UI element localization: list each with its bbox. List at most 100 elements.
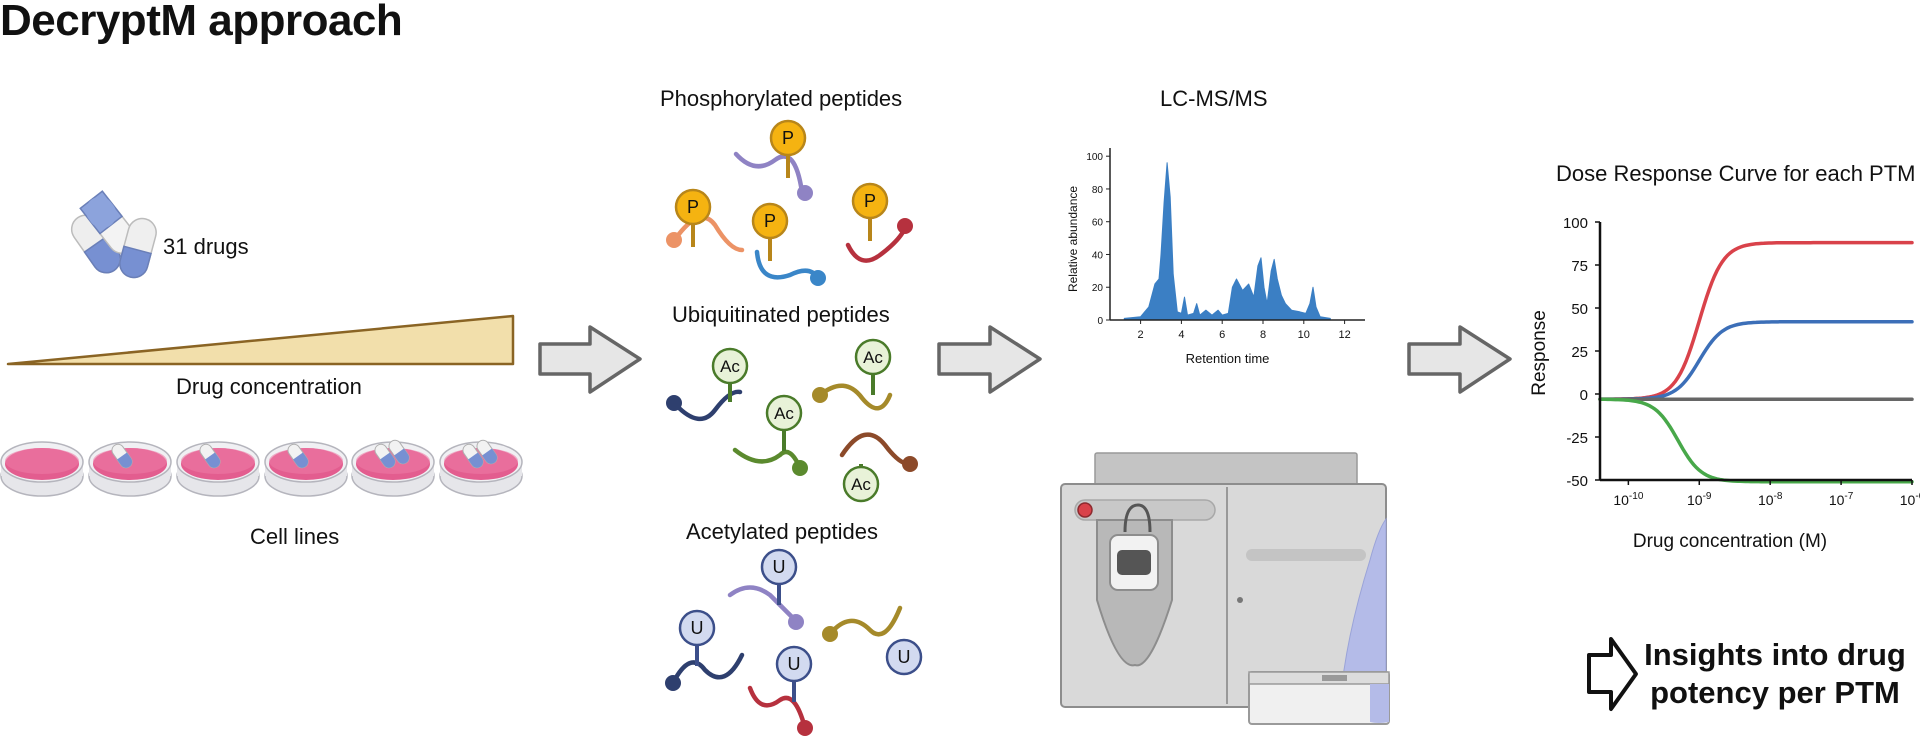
petri-dish-row [0, 439, 523, 497]
ptm-badge-icon [851, 182, 889, 220]
dose-x-tick-label: 10-6 [1900, 491, 1920, 508]
cell-lines-label: Cell lines [250, 524, 340, 549]
arrow-icon [937, 325, 1042, 394]
chromatogram-y-tick-label: 0 [1097, 316, 1103, 327]
ubiq-label: Ubiquitinated peptides [672, 302, 890, 327]
dose-x-tick-label: 10-10 [1613, 491, 1643, 508]
dose-y-tick-label: 75 [1571, 258, 1588, 275]
petri-dish-icon [439, 439, 523, 497]
ptm-badge-icon [751, 202, 789, 240]
ptm-badge-icon [765, 394, 803, 432]
dose-x-tick-label: 10-8 [1758, 491, 1783, 508]
peptide-chain [727, 585, 798, 623]
capsule-icon [388, 439, 410, 465]
peptide-chain [732, 447, 803, 471]
chromatogram-x-tick-label: 4 [1178, 329, 1184, 341]
chromatogram-x-tick-label: 12 [1338, 329, 1350, 341]
ptm-badge-label: U [788, 654, 801, 674]
dose-y-tick-label: -50 [1566, 473, 1588, 490]
chromatogram-y-tick-label: 80 [1092, 185, 1104, 196]
ptm-badge-icon [885, 638, 923, 676]
ptm-badge-label: Ac [774, 404, 794, 423]
peptide-terminus [665, 675, 681, 691]
chromatogram-x-tick-label: 2 [1138, 329, 1144, 341]
capsule-icon [287, 443, 309, 469]
ptm-badge-label: Ac [863, 348, 883, 367]
ptm-badge-label: P [864, 191, 876, 211]
dose-x-tick-label: 10-9 [1687, 491, 1712, 508]
petri-dish-icon [0, 441, 84, 497]
concentration-wedge [6, 314, 515, 366]
dose-x-label: Drug concentration (M) [1633, 531, 1827, 552]
arrow-icon [538, 325, 642, 394]
dose-response-curve [1598, 320, 1914, 401]
arrow-icon [1407, 325, 1512, 394]
ptm-badge-icon [769, 119, 807, 157]
chromatogram-y-tick-label: 100 [1086, 152, 1103, 163]
dose-response-chart: 1007550250-25-5010-1010-910-810-710-6Dru… [1529, 215, 1920, 552]
dose-response-curve [1598, 397, 1914, 484]
peptide-chain [673, 389, 743, 421]
main-title: DecryptM approach [0, 0, 403, 45]
peptide-chain [670, 652, 745, 686]
ptm-badge-icon [775, 645, 813, 683]
chromatogram-x-tick-label: 8 [1260, 329, 1266, 341]
peptide-chain [747, 685, 808, 731]
peptide-terminus [792, 460, 808, 476]
dose-y-tick-label: -25 [1566, 430, 1588, 447]
ptm-badge-icon [711, 347, 749, 385]
chromatogram-x-tick-label: 10 [1298, 329, 1310, 341]
peptide-chain [817, 383, 893, 411]
ptm-badge-label: Ac [851, 475, 871, 494]
dose-y-label: Response [1529, 310, 1550, 396]
capsule-icon [462, 443, 484, 469]
peptide-chain [754, 249, 821, 281]
peptide-terminus [812, 387, 828, 403]
chromatogram-x-tick-label: 6 [1219, 329, 1225, 341]
drug-count-label: 31 drugs [163, 234, 249, 259]
ptm-badge-icon [842, 465, 880, 503]
ptm-badge-label: Ac [720, 357, 740, 376]
dose-y-tick-label: 100 [1563, 215, 1588, 232]
peptide-chain [733, 151, 805, 195]
peptide-terminus [797, 720, 813, 736]
chromatogram-y-label: Relative abundance [1066, 186, 1080, 292]
petri-dish-icon [351, 439, 435, 497]
peptide-terminus [666, 395, 682, 411]
petri-dish-icon [88, 441, 172, 497]
drug-concentration-label: Drug concentration [176, 374, 362, 399]
peptide-terminus [902, 456, 918, 472]
capsule-icon [79, 190, 137, 254]
dose-x-tick-label: 10-7 [1829, 491, 1854, 508]
acetyl-label: Acetylated peptides [686, 519, 879, 544]
capsule-icon [374, 443, 396, 469]
ptm-badge-label: U [898, 647, 911, 667]
dose-y-tick-label: 50 [1571, 301, 1588, 318]
chromatogram-y-tick-label: 20 [1092, 283, 1104, 294]
chromatogram-y-tick-label: 40 [1092, 250, 1104, 261]
peptide-terminus [822, 626, 838, 642]
peptide-chain [845, 225, 908, 263]
peptide-terminus [666, 232, 682, 248]
chromatogram-x-label: Retention time [1186, 351, 1270, 366]
ptm-badge-icon [678, 609, 716, 647]
petri-dish-icon [264, 441, 348, 497]
ptm-badge-label: P [782, 128, 794, 148]
insight-text: Insights into drug potency per PTM [1644, 637, 1906, 710]
dose-chart-title: Dose Response Curve for each PTM [1556, 161, 1916, 186]
mass-spectrometer-icon [1060, 452, 1390, 725]
chromatogram-area [1123, 162, 1331, 321]
lcms-title: LC-MS/MS [1160, 86, 1268, 111]
capsule-icon [119, 217, 157, 279]
dose-y-tick-label: 25 [1571, 344, 1588, 361]
ptm-badge-label: U [691, 618, 704, 638]
capsule-icon [199, 443, 221, 469]
ptm-badge-label: U [773, 557, 786, 577]
capsule-icon [111, 443, 133, 469]
petri-dish-icon [176, 441, 260, 497]
ptm-badge-icon [760, 548, 798, 586]
insight-arrow-icon [1587, 637, 1638, 711]
